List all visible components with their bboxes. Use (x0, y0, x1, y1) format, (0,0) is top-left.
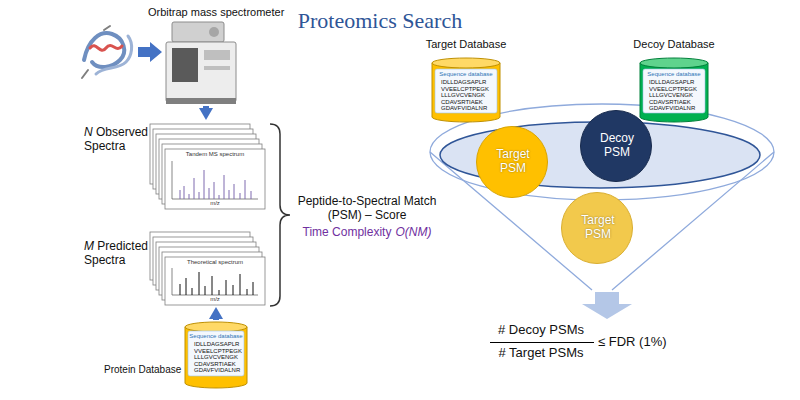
card-title: Theoretical spectrum (165, 259, 265, 266)
protein-structure (82, 26, 132, 78)
fraction-numerator: # Decoy PSMs (488, 323, 594, 338)
spectrum-peaks (180, 170, 251, 199)
spectra-stack: N Observed SpectraTandem MS spectrum m/z (80, 120, 268, 212)
axis-label: m/z (165, 296, 265, 303)
database-header: Sequence database (434, 71, 498, 78)
axis-label: m/z (165, 200, 265, 207)
curly-bracket (270, 124, 290, 306)
mass-spectrometer-figure (166, 42, 236, 102)
protein-structure (90, 45, 122, 50)
instrument-figure: Orbitrap mass spectrometer (148, 6, 308, 106)
stack-label: M Predicted Spectra (84, 240, 154, 268)
flow-arrow (213, 319, 219, 320)
mass-spectrometer-figure (204, 66, 230, 70)
observed-spectra-cards (150, 124, 265, 209)
psm-label: Target PSM (570, 214, 626, 242)
target-database-cylinder (432, 63, 500, 122)
sequence-list: IDLLDAGSAPLR VVEELCPTPEGK LLLGVCVENGK CD… (649, 79, 698, 112)
diagram-title: Proteomics Search (270, 8, 490, 33)
flow-arrow (203, 106, 209, 108)
database-label: Protein Database (104, 364, 184, 376)
database-label: Target Database (420, 38, 512, 51)
database-cylinder: Protein Database Sequence databaseIDLLDAG… (104, 320, 250, 390)
protein-database-cylinder (185, 327, 247, 388)
decoy-database-cylinder (640, 58, 708, 68)
protein-database-cylinder (185, 322, 247, 332)
sequence-list: IDLLDAGSAPLR VVEELCPTPEGK LLLGVCVENGK CD… (194, 341, 243, 374)
complexity-formula: O(NM) (395, 226, 431, 240)
spectrum-axes (172, 161, 258, 199)
result-arrow (582, 292, 632, 319)
observed-spectra-cards (165, 149, 265, 209)
stack-label: N Observed Spectra (84, 126, 154, 154)
protein-database-cylinder (185, 322, 247, 388)
protein-structure (82, 26, 110, 78)
spectrum-axes (172, 268, 258, 295)
mass-spectrometer-figure (209, 27, 219, 37)
psm-circle: Target PSM (561, 192, 633, 264)
psm-label: Target PSM (485, 148, 541, 176)
protein-database-cylinder (188, 331, 244, 376)
database-header: Sequence database (642, 71, 706, 78)
database-label: Decoy Database (628, 38, 720, 51)
database-cylinder: Target DatabaseSequence databaseIDLLDAGS… (420, 38, 512, 122)
predicted-spectra-cards (165, 257, 265, 305)
protein-structure (96, 36, 132, 74)
database-cylinder: Decoy DatabaseSequence databaseIDLLDAGSA… (628, 38, 720, 122)
fraction-bar (490, 342, 594, 343)
spectra-stack: M Predicted SpectraTheoretical spectrum m… (80, 228, 268, 307)
psm-score-caption: Peptide-to-Spectral Match (PSM) – Score (292, 195, 442, 223)
complexity-label: Time Complexity (303, 226, 392, 240)
decoy-database-cylinder (643, 69, 705, 113)
filter-funnel (430, 104, 774, 290)
decoy-database-cylinder (640, 63, 708, 122)
fraction-denominator: # Target PSMs (488, 346, 594, 361)
mass-spectrometer-figure (166, 98, 236, 104)
mass-spectrometer-figure (172, 48, 198, 82)
psm-label: Decoy PSM (589, 132, 645, 160)
database-header: Sequence database (187, 333, 245, 340)
target-database-cylinder (432, 58, 500, 122)
target-database-cylinder (432, 58, 500, 68)
spectrum-peaks (180, 272, 253, 295)
decoy-database-cylinder (640, 58, 708, 122)
flow-arrow (138, 42, 162, 62)
instrument-label: Orbitrap mass spectrometer (148, 6, 308, 19)
psm-circle: Decoy PSM (580, 110, 652, 182)
fdr-threshold: ≤ FDR (1%) (598, 335, 678, 350)
mass-spectrometer-figure (172, 22, 224, 42)
target-database-cylinder (435, 69, 497, 113)
predicted-spectra-cards (150, 232, 265, 305)
protein-structure (84, 33, 124, 67)
card-title: Tandem MS spectrum (165, 151, 265, 158)
psm-circle: Target PSM (476, 126, 548, 198)
mass-spectrometer-figure (204, 50, 230, 60)
sequence-list: IDLLDAGSAPLR VVEELCPTPEGK LLLGVCVENGK CD… (441, 79, 490, 112)
mass-spectrometer-figure (166, 22, 236, 104)
connectors (206, 106, 216, 320)
